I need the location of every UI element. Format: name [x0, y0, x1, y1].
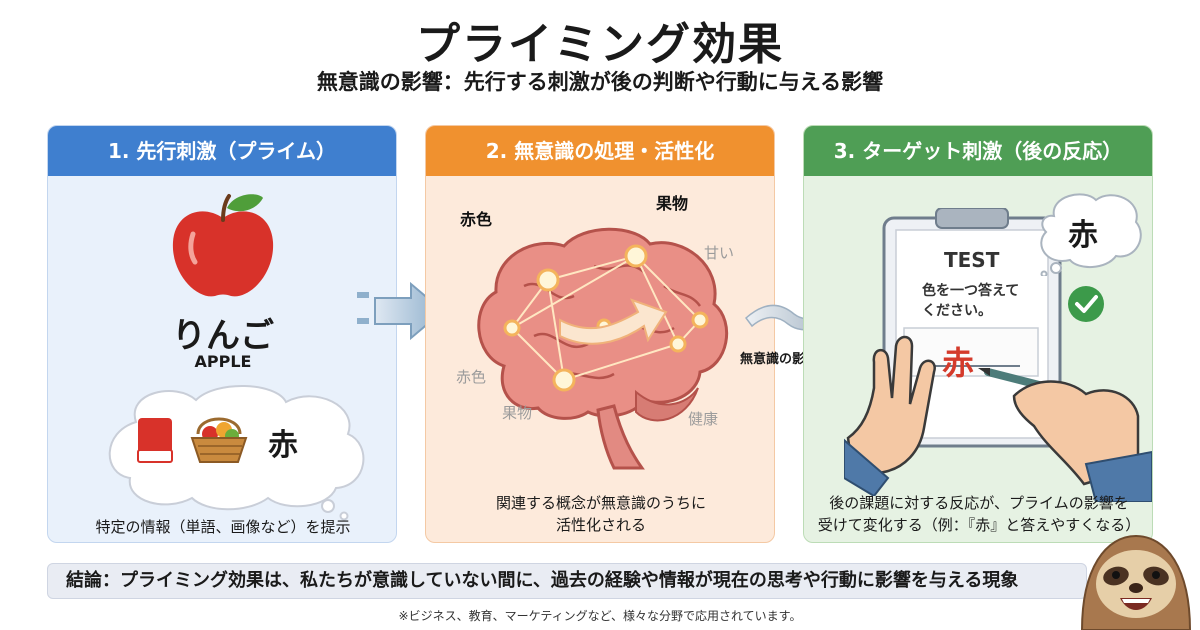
panel-target: 3. ターゲット刺激（後の反応） TEST 色を一つ答えて ください。 赤 赤 — [803, 125, 1153, 543]
panel-target-heading: 3. ターゲット刺激（後の反応） — [804, 126, 1152, 176]
panel-prime-caption: 特定の情報（単語、画像など）を提示 — [95, 518, 351, 536]
prime-word: りんご — [172, 316, 274, 356]
brain-label-sweet: 甘い — [704, 244, 735, 262]
panel-target-caption-1: 後の課題に対する反応が、プライムの影響を — [829, 494, 1129, 512]
page-subtitle: 無意識の影響：先行する刺激が後の判断や行動に与える影響 — [316, 70, 884, 94]
test-question-1: 色を一つ答えて — [922, 283, 1020, 299]
flow-label: 無意識の影響 — [740, 352, 819, 367]
left-hand-icon — [844, 335, 936, 496]
prime-word-en: APPLE — [194, 352, 252, 371]
brain-label-fruit-faint: 果物 — [502, 404, 533, 422]
panel-processing: 2. 無意識の処理・活性化 赤色 果物 甘い 赤色 果物 健康 関連する概念が無 — [425, 125, 775, 543]
panel-target-caption-2: 受けて変化する（例：『赤』と答えやすくなる） — [817, 516, 1141, 534]
brain-label-red: 赤色 — [460, 210, 493, 229]
panel-processing-caption-2: 活性化される — [555, 516, 646, 534]
footnote: ※ビジネス、教育、マーケティングなど、様々な分野で応用されています。 — [398, 609, 802, 623]
test-title: TEST — [944, 248, 1000, 272]
bubble-text: 赤 — [1068, 218, 1098, 253]
apple-icon — [172, 194, 274, 297]
panel-prime: 1. 先行刺激（プライム） りんご APPLE 赤 特定の情報（単語、 — [47, 125, 397, 543]
panel-processing-caption-1: 関連する概念が無意識のうちに — [495, 494, 706, 512]
page-title: プライミング効果 — [416, 19, 784, 70]
sloth-mascot — [1080, 534, 1192, 630]
pen-hand-icon — [978, 368, 1152, 502]
check-icon — [1068, 286, 1104, 322]
panel-processing-heading: 2. 無意識の処理・活性化 — [426, 126, 774, 176]
thought-text: 赤 — [268, 428, 298, 463]
red-swatch-icon — [137, 418, 173, 463]
fruit-basket-icon — [190, 417, 248, 463]
brain-label-red-faint: 赤色 — [456, 368, 487, 386]
panel-prime-heading: 1. 先行刺激（プライム） — [48, 126, 396, 176]
brain-label-fruit: 果物 — [656, 194, 689, 213]
speech-bubble — [1040, 193, 1142, 276]
conclusion-banner: 結論：プライミング効果は、私たちが意識していない間に、過去の経験や情報が現在の思… — [47, 563, 1087, 599]
brain-label-health: 健康 — [688, 410, 719, 428]
test-question-2: ください。 — [922, 303, 992, 319]
brain-icon — [477, 227, 729, 470]
answer-text: 赤 — [942, 344, 975, 382]
